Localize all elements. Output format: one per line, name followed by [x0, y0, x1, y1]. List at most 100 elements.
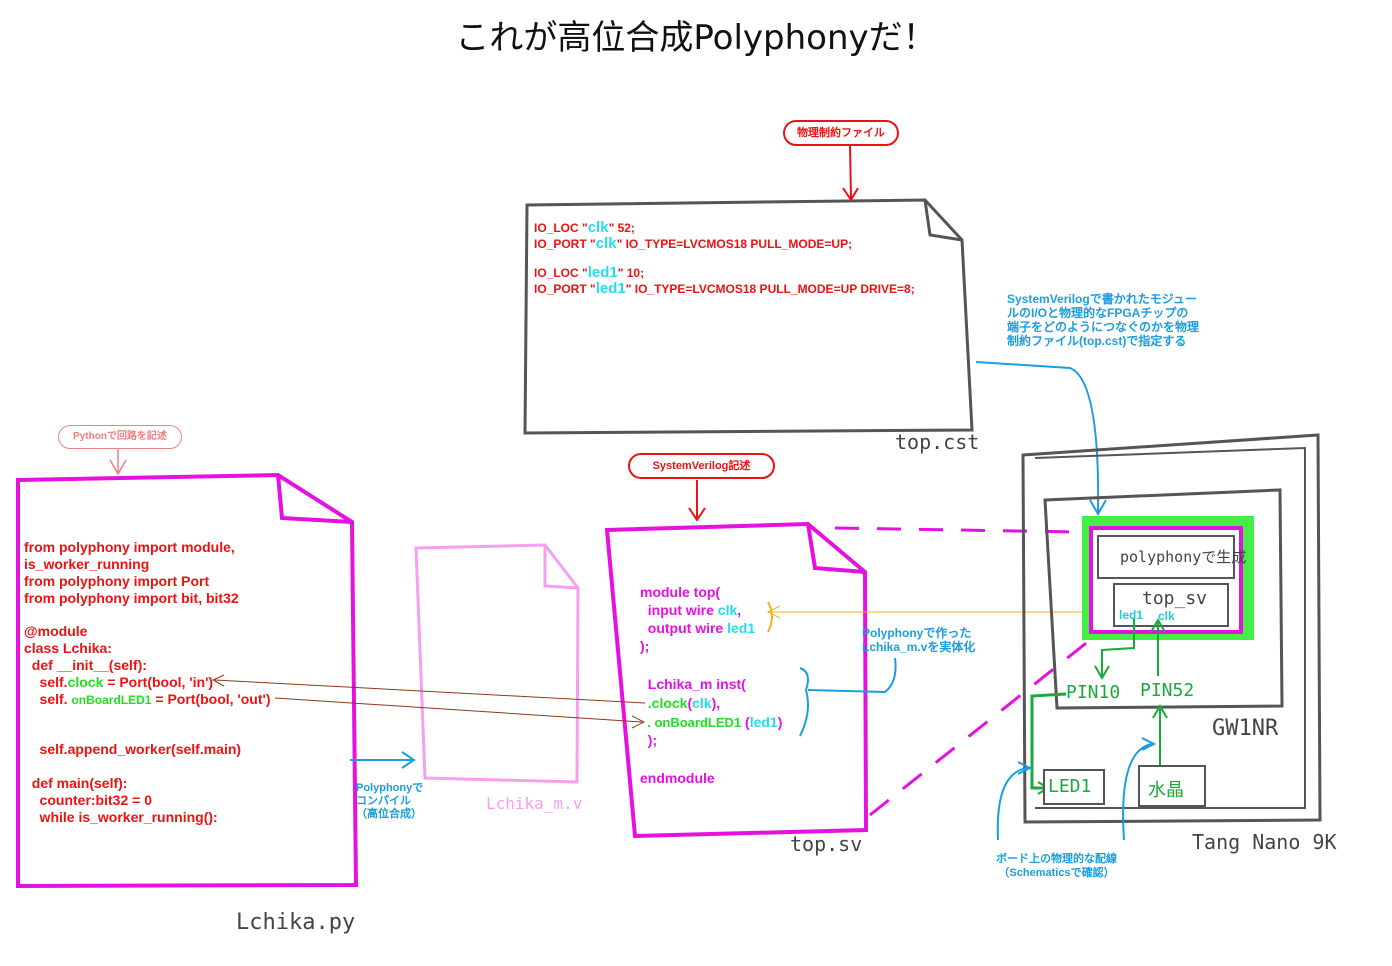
- compile-note: Polyphonyで コンパイル （高位合成）: [356, 782, 424, 820]
- sv-filename: top.sv: [790, 832, 863, 856]
- sv-l7-c: led1: [749, 714, 778, 730]
- top-sv-block-label: top_sv: [1142, 588, 1208, 609]
- sv-map-dash-bottom: [869, 638, 1091, 817]
- xtal-label: 水晶: [1148, 780, 1184, 801]
- cst-l4-a: IO_PORT ": [534, 282, 596, 296]
- sv-l3-b: led1: [727, 620, 756, 636]
- port-mapping-arrow: [766, 605, 1122, 619]
- cst-line-1: IO_LOC "clk" 52;: [534, 220, 635, 236]
- py-line-6: class Lchika:: [24, 640, 112, 656]
- cst-to-chip-arrowhead: [1089, 499, 1107, 517]
- cst-l2-c: " IO_TYPE=LVCMOS18 PULL_MODE=UP;: [616, 237, 853, 251]
- inst-note-connector: [807, 657, 897, 694]
- led-label: LED1: [1048, 776, 1092, 797]
- sv-line-4: );: [640, 638, 650, 654]
- cst-bubble: 物理制約ファイル: [783, 120, 899, 146]
- py-dogear: [276, 474, 353, 524]
- cst-to-chip-arrow: [975, 361, 1100, 513]
- cst-bubble-arrow: [849, 144, 852, 199]
- pin52-label: PIN52: [1140, 680, 1195, 701]
- led1-to-pin10-wire: [1094, 618, 1135, 680]
- py-l8-b: clock: [67, 674, 104, 690]
- xtal-component: [1138, 765, 1206, 807]
- wiring-note-arrow-led: [996, 761, 1033, 841]
- sv-line-7: . onBoardLED1 (led1): [640, 714, 782, 731]
- sv-bubble: SystemVerilog記述: [628, 453, 775, 479]
- sv-line-5: Lchika_m inst(: [640, 676, 746, 692]
- py-line-1: from polyphony import module,: [24, 539, 235, 555]
- wiring-note: ボード上の物理的な配線 （Schematicsで確認）: [996, 853, 1117, 879]
- led-port-arrowhead: [631, 715, 646, 729]
- cst-line-3: IO_LOC "led1" 10;: [534, 265, 644, 281]
- board-inner-outline: [1034, 446, 1306, 809]
- clock-port-link: [214, 679, 646, 704]
- xtal-to-pin52-wire: [1152, 704, 1168, 768]
- led1-port-label: led1: [1119, 608, 1144, 622]
- py-line-13: while is_worker_running():: [24, 809, 218, 825]
- sv-l3-a: output wire: [640, 620, 728, 636]
- page-title: これが高位合成Polyphonyだ！: [455, 18, 937, 58]
- sv-line-8: );: [640, 732, 658, 748]
- py-line-8: self.clock = Port(bool, 'in'): [24, 674, 214, 691]
- py-l9-a: self.: [24, 691, 72, 707]
- v-filename: Lchika_m.v: [486, 794, 583, 813]
- sv-l6-c: clk: [692, 695, 712, 711]
- chip-label: GW1NR: [1212, 716, 1279, 741]
- sv-l6-d: ),: [711, 695, 721, 711]
- cst-l4-c: " IO_TYPE=LVCMOS18 PULL_MODE=UP DRIVE=8;: [625, 282, 915, 296]
- sv-l7-d: ): [777, 714, 783, 730]
- pin10-label: PIN10: [1066, 682, 1121, 703]
- py-line-10: self.append_worker(self.main): [24, 741, 242, 757]
- sv-l2-a: input wire: [640, 602, 718, 618]
- py-line-11: def main(self):: [24, 775, 128, 791]
- cst-l3-c: " 10;: [617, 266, 645, 280]
- inst-note: Polyphonyで作った Lchika_m.vを実体化: [862, 626, 976, 654]
- clk-port-label: clk: [1158, 609, 1175, 623]
- sv-line-3: output wire led1: [640, 620, 755, 637]
- cst-l3-a: IO_LOC ": [534, 266, 588, 280]
- py-line-9: self. onBoardLED1 = Port(bool, 'out'): [24, 691, 271, 709]
- cst-l1-a: IO_LOC ": [534, 221, 588, 235]
- board-name: Tang Nano 9K: [1192, 830, 1337, 854]
- py-l9-b: onBoardLED1: [71, 693, 152, 707]
- sv-map-dash-top: [834, 526, 1081, 534]
- pin52-to-clk-wire: [1150, 618, 1166, 676]
- py-l8-a: self.: [24, 674, 68, 690]
- py-line-2: is_worker_running: [24, 556, 150, 572]
- sv-line-9: endmodule: [640, 770, 715, 786]
- sv-l6-b: (: [687, 695, 693, 711]
- py-line-5: @module: [24, 623, 88, 639]
- sv-l6-a: .clock: [640, 695, 688, 711]
- py-line-3: from polyphony import Port: [24, 573, 210, 589]
- clock-port-arrowhead: [211, 674, 225, 687]
- cst-l2-b: clk: [595, 235, 617, 252]
- py-line-12: counter:bit32 = 0: [24, 792, 152, 808]
- sv-line-6: .clock(clk),: [640, 695, 720, 712]
- port-bracket: [767, 601, 773, 633]
- board-outline: [1021, 433, 1322, 824]
- py-bubble: Pythonで回路を記述: [58, 425, 182, 449]
- cst-document-shape: [523, 198, 974, 435]
- py-line-4: from polyphony import bit, bit32: [24, 590, 239, 606]
- inst-brace: [799, 667, 809, 737]
- v-dogear: [543, 545, 579, 590]
- cst-l2-a: IO_PORT ": [534, 237, 596, 251]
- cst-note: SystemVerilogで書かれたモジュー ルのI/Oと物理的なFPGAチップ…: [1007, 292, 1200, 348]
- v-document-shape: [414, 543, 580, 784]
- sv-dogear: [806, 523, 866, 574]
- polyphony-block-label: polyphonyで生成: [1120, 548, 1247, 566]
- py-l9-c: = Port(bool, 'out'): [151, 691, 271, 707]
- sv-l7-b: (: [741, 714, 750, 730]
- led-port-link: [274, 697, 643, 723]
- cst-dogear: [923, 199, 963, 242]
- polyphony-block: [1097, 535, 1235, 579]
- chip-outline: [1043, 488, 1284, 710]
- cst-l4-b: led1: [595, 280, 626, 297]
- py-l8-c: = Port(bool, 'in'): [103, 674, 214, 690]
- sv-line-1: module top(: [640, 584, 721, 600]
- cst-filename: top.cst: [895, 430, 980, 454]
- sv-l2-c: ,: [737, 602, 742, 618]
- sv-document-shape: [604, 521, 869, 839]
- cst-bubble-arrowhead: [842, 187, 859, 202]
